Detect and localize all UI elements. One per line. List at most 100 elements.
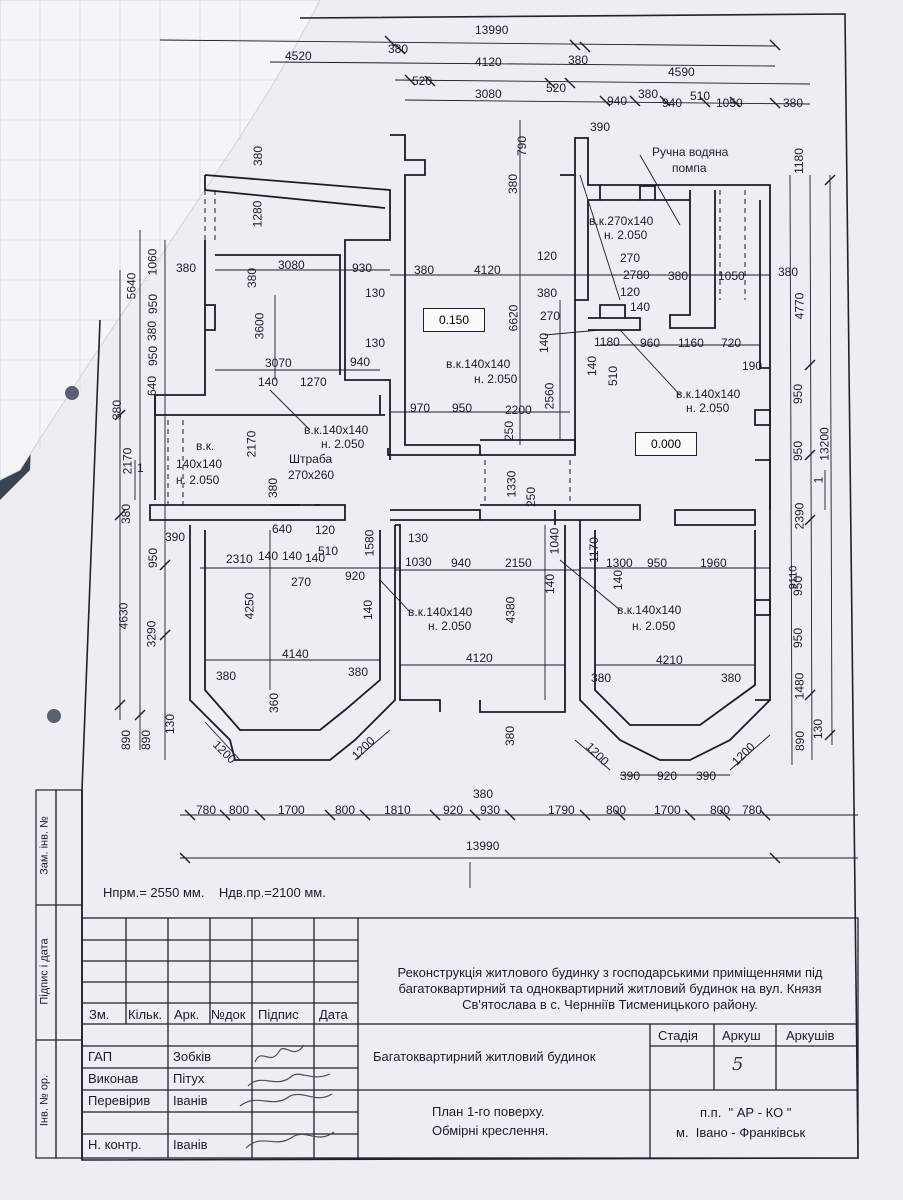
room-dim-15: 940: [350, 355, 371, 369]
room-dim-48: 140: [305, 551, 326, 565]
dim-top-row3-7: 1050: [716, 96, 743, 110]
stage-head: Стадія: [658, 1028, 698, 1043]
dim-bottom-8: 800: [606, 803, 627, 817]
room-dim-17: 1270: [300, 375, 327, 389]
dim-top-row2-1: 380: [388, 42, 409, 56]
section-mark-left: 1: [137, 461, 144, 475]
dim-top-row3-4: 380: [638, 87, 659, 101]
room-dim-46: 140: [258, 549, 279, 563]
dim-right-inner-0: 190: [742, 359, 763, 373]
dim-bottom-6: 930: [480, 803, 501, 817]
dim-bottom-11: 780: [742, 803, 763, 817]
drawing-title-2: Обмірні креслення.: [432, 1123, 549, 1138]
curled-page-grid: [0, 0, 300, 450]
room-dim-14: 3070: [265, 356, 292, 370]
dim-top-row2-2: 4120: [475, 55, 502, 69]
room-dim-53: 130: [408, 531, 429, 545]
room-dim-44: 120: [315, 523, 336, 537]
name-4: Іванів: [173, 1137, 208, 1152]
room-dim-27: 270: [540, 309, 561, 323]
dim-bottom-4: 1810: [384, 803, 411, 817]
room-dim-82: 390: [696, 769, 717, 783]
dim-top-row3-8: 380: [783, 96, 804, 110]
room-dim-71: 380: [348, 665, 369, 679]
role-1: Виконав: [88, 1071, 139, 1086]
col-head-ark: Арк.: [174, 1007, 200, 1022]
dim-top-row2-3: 380: [568, 53, 589, 67]
pump-label-2: помпа: [672, 161, 707, 175]
dim-top-row3-6: 510: [690, 89, 711, 103]
dim-top-total: 13990: [475, 23, 509, 37]
sheets-head: Аркушів: [786, 1028, 835, 1043]
vk5-label-1: в.к.: [196, 439, 215, 453]
binder-hole: [47, 709, 61, 723]
dim-bottom-5: 920: [443, 803, 464, 817]
vk1-label-1: в.к.270х140: [589, 214, 654, 228]
room-dim-68: 4120: [466, 651, 493, 665]
dim-bottom-9: 1700: [654, 803, 681, 817]
room-dim-30: 270: [620, 251, 641, 265]
room-dim-32: 2780: [623, 268, 650, 282]
room-dim-55: 940: [451, 556, 472, 570]
vk7-label-1: в.к.140х140: [617, 603, 682, 617]
vk3-label-1: в.к.140х140: [676, 387, 741, 401]
role-0: ГАП: [88, 1049, 113, 1064]
room-dim-34: 1050: [718, 269, 745, 283]
room-dim-26: 380: [537, 286, 558, 300]
room-dim-49: 510: [318, 544, 339, 558]
dim-top-390: 390: [590, 120, 611, 134]
room-dim-35: 380: [778, 265, 799, 279]
room-dim-28: 120: [620, 285, 641, 299]
room-dim-70: 380: [216, 669, 237, 683]
room-dim-54: 1030: [405, 555, 432, 569]
room-dim-19: 950: [452, 401, 473, 415]
vk4-label-2: н. 2.050: [321, 437, 365, 451]
dimension-ticks: [114, 35, 836, 864]
vk3-label-2: н. 2.050: [686, 401, 730, 415]
dim-top-row2-0: 4520: [285, 49, 312, 63]
room-dim-3: 3080: [278, 258, 305, 272]
room-dim-47: 140: [282, 549, 303, 563]
room-dim-25: 120: [537, 249, 558, 263]
dim-top-row3-2: 520: [546, 81, 567, 95]
vk6-label-1: в.к.140х140: [408, 605, 473, 619]
dim-bottom-380: 380: [473, 787, 494, 801]
building-name: Багатоквартирний житловий будинок: [373, 1049, 596, 1064]
dim-top-row3-0: 520: [412, 74, 433, 88]
room-dim-16: 140: [258, 375, 279, 389]
room-dim-73: 380: [721, 671, 742, 685]
room-dim-43: 640: [272, 522, 293, 536]
room-dim-12: 130: [365, 336, 386, 350]
vk4-label-1: в.к.140х140: [304, 423, 369, 437]
room-dim-39: 1180: [594, 335, 620, 349]
drawing-title-1: План 1-го поверху.: [432, 1104, 545, 1119]
vk2-label-1: в.к.140х140: [446, 357, 511, 371]
dim-bottom-7: 1790: [548, 803, 575, 817]
vk2-label-2: н. 2.050: [474, 372, 518, 386]
dim-bottom-0: 780: [196, 803, 217, 817]
col-head-pidpys: Підпис: [258, 1007, 299, 1022]
room-dim-4: 930: [352, 261, 373, 275]
col-head-zm: Зм.: [89, 1007, 110, 1022]
room-dim-67: 4140: [282, 647, 309, 661]
dim-top-row3-5: 940: [662, 96, 683, 110]
room-dim-80: 390: [620, 769, 641, 783]
vk5-label-3: н. 2.050: [176, 473, 220, 487]
col-head-ndok: №док: [211, 1007, 246, 1022]
room-dim-29: 140: [630, 300, 651, 314]
vk1-label-2: н. 2.050: [604, 228, 648, 242]
dimension-lines: [119, 39, 858, 888]
room-dim-45: 2310: [226, 552, 253, 566]
dim-bottom-2: 1700: [278, 803, 305, 817]
project-title: Реконструкція житлового будинку з господ…: [397, 965, 823, 1012]
binder-hole: [65, 386, 79, 400]
sheet-head: Аркуш: [722, 1028, 761, 1043]
dim-top-row3-3: 940: [607, 94, 628, 108]
room-dim-5: 380: [414, 263, 435, 277]
name-0: Зобків: [173, 1049, 212, 1064]
room-dim-72: 380: [591, 671, 612, 685]
name-2: Іванів: [173, 1093, 208, 1108]
shtraba-label-2: 270х260: [288, 468, 335, 482]
